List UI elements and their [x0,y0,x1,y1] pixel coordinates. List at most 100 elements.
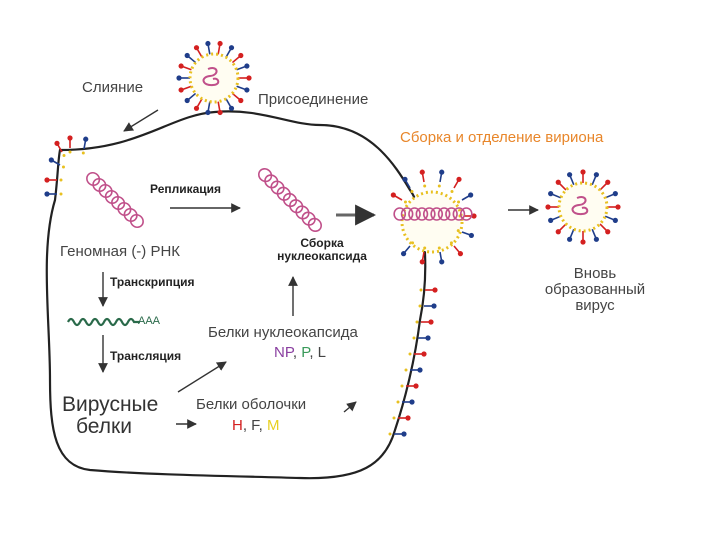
spike-head [246,75,252,81]
viral-proteins-label: Вирусные белки [62,393,158,439]
matrix-dot [423,246,427,250]
env-protein-token-1: , F, [242,417,268,434]
helix-turn [270,180,285,195]
spike-head [580,169,586,175]
nucleocapsid-proteins-label: Белки нуклеокапсида [208,324,358,341]
matrix-dot [404,368,408,372]
matrix-dot [411,241,415,245]
helix-turn [422,207,436,221]
helix-turn [92,177,107,193]
helix-turn [301,211,316,226]
new-virus-line-2: образованный [544,280,646,298]
glycoprotein-head [457,251,464,257]
nucleocapsid-assembly-line-1: Сборка [300,236,344,250]
helix-turn [117,201,132,217]
budding-virion-glycoproteins [390,169,477,265]
glycoprotein-head [439,169,445,175]
envelope-to-membrane-arrow [343,401,357,413]
glycoprotein-head [432,287,438,293]
matrix-dot [400,384,404,388]
spike-head [567,236,573,242]
matrix-dot [456,229,460,233]
helix-turn [289,199,304,214]
helix-turn [282,192,298,208]
spike-head [193,45,200,51]
helix-turn [408,207,421,221]
replication-label: Репликация [150,182,222,196]
nucleocapsid-assembly-line-2: нуклеокапсида [277,248,367,263]
matrix-dot [410,189,414,193]
spike-head [184,97,190,104]
spike-head [178,63,184,69]
spike-head [244,87,250,93]
attaching-virion [176,40,252,116]
spike-head [238,52,244,59]
np-protein-token-0: NP [274,344,293,361]
helix-turn [393,207,407,221]
matrix-dot [62,153,66,157]
env-protein-token-0: H [232,417,243,434]
glycoprotein-head [402,176,408,182]
spike-head [217,109,223,116]
glycoprotein-head [390,192,396,198]
spike-head [238,97,244,104]
translation-label: Трансляция [110,349,182,363]
helix-turn [452,207,466,221]
helix-turn [129,213,144,229]
spike-head [228,105,235,111]
glycoprotein-head [48,157,54,163]
glycoprotein-head [456,176,462,182]
glycoprotein-head [471,213,477,219]
matrix-dot [403,200,407,204]
glycoprotein-head [400,251,407,257]
matrix-dot [396,400,400,404]
assembled-nucleocapsid-helix [258,168,322,232]
attachment-label: Присоединение [258,91,369,108]
new-virus-label: Вновь образованный вирус [520,266,670,313]
matrix-dot [423,184,427,188]
virion-rnp [571,196,589,216]
helix-turn [430,207,444,221]
spike-head [184,52,190,59]
new-virus-line-1: Вновь [573,265,617,282]
spike-head [615,204,621,210]
glycoprotein-head [54,140,60,146]
matrix-dot [437,184,441,188]
glycoprotein-head [468,232,474,239]
matrix-dot [412,336,416,340]
helix-turn [111,195,126,211]
glycoprotein-head [421,351,427,357]
spike-head [593,236,599,242]
spike-head [567,172,573,178]
glycoprotein-head [83,136,89,142]
viral-proteins-line-2: белки [76,415,132,439]
spike-head [205,109,211,116]
spike-head [555,179,561,185]
np-protein-token-3: , L [309,344,327,361]
matrix-dot [408,352,412,356]
spike-head [217,40,223,47]
polya-tail-label: AAA [138,315,161,327]
matrix-dot [457,200,461,204]
host-cell-membrane [45,110,427,480]
helix-turn [123,207,138,223]
matrix-dot [59,192,63,196]
spike-head [228,45,235,51]
helix-turn [400,207,414,221]
nucleocapsid-protein-list: NP, P, L [274,345,326,361]
helix-turn [276,186,291,201]
mrna-strand [67,317,140,327]
glycoprotein-head [425,335,431,341]
genomic-rna-helix [86,171,144,229]
spike-head [178,87,184,93]
helix-turn [415,207,429,221]
envelope-protein-list: H, F, M [232,418,280,434]
glycoprotein-head [428,319,434,325]
spike-head [593,172,599,178]
glycoprotein-head [401,431,407,437]
matrix-dot [388,432,392,436]
helix-turn [307,217,322,232]
glycoprotein-head [419,259,425,265]
glycoprotein-head [67,135,73,141]
